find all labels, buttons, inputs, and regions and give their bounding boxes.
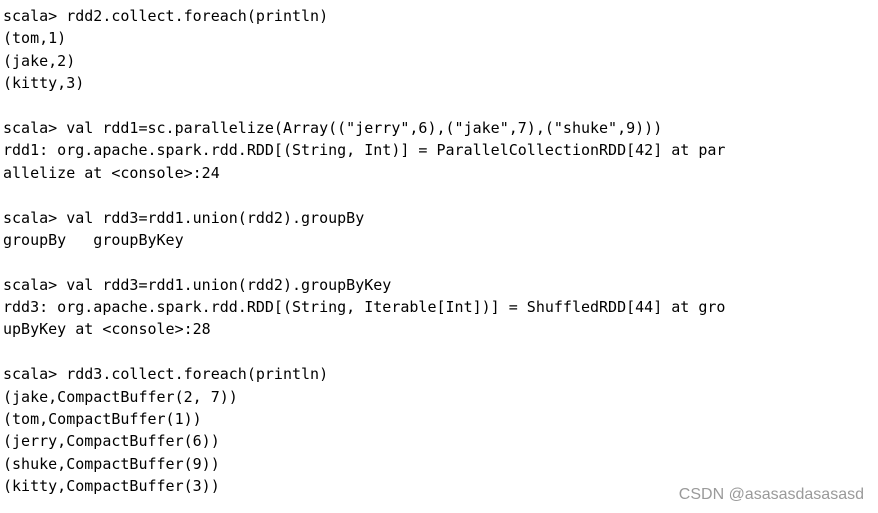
terminal-line: scala> val rdd1=sc.parallelize(Array(("j… bbox=[3, 118, 663, 137]
terminal-line bbox=[3, 251, 875, 273]
terminal-line: (kitty,CompactBuffer(3)) bbox=[3, 477, 220, 496]
terminal-line: (jake,CompactBuffer(2, 7)) bbox=[3, 387, 238, 406]
terminal-line: upByKey at <console>:28 bbox=[3, 320, 211, 339]
terminal-line: (jerry,CompactBuffer(6)) bbox=[3, 432, 220, 451]
terminal-line: scala> rdd3.collect.foreach(println) bbox=[3, 365, 329, 384]
terminal-line: scala> val rdd3=rdd1.union(rdd2).groupBy… bbox=[3, 275, 392, 294]
terminal-line: allelize at <console>:24 bbox=[3, 163, 220, 182]
terminal-line bbox=[3, 184, 875, 206]
terminal-line: groupBy groupByKey bbox=[3, 230, 184, 249]
terminal-line: rdd3: org.apache.spark.rdd.RDD[(String, … bbox=[3, 298, 726, 317]
terminal-line bbox=[3, 341, 875, 363]
terminal-line: scala> val rdd3=rdd1.union(rdd2).groupBy bbox=[3, 208, 365, 227]
terminal-line: scala> rdd2.collect.foreach(println) bbox=[3, 7, 329, 25]
terminal-line: (kitty,3) bbox=[3, 74, 85, 93]
terminal-line: (tom,CompactBuffer(1)) bbox=[3, 410, 202, 429]
terminal-line: rdd1: org.apache.spark.rdd.RDD[(String, … bbox=[3, 141, 726, 160]
watermark: CSDN @asasasdasasasd bbox=[678, 486, 864, 503]
terminal-line: (jake,2) bbox=[3, 51, 76, 70]
terminal-line: (shuke,CompactBuffer(9)) bbox=[3, 454, 220, 473]
terminal-line bbox=[3, 95, 875, 117]
terminal-output[interactable]: scala> rdd2.collect.foreach(println) (to… bbox=[3, 5, 875, 505]
terminal-line: (tom,1) bbox=[3, 29, 67, 48]
